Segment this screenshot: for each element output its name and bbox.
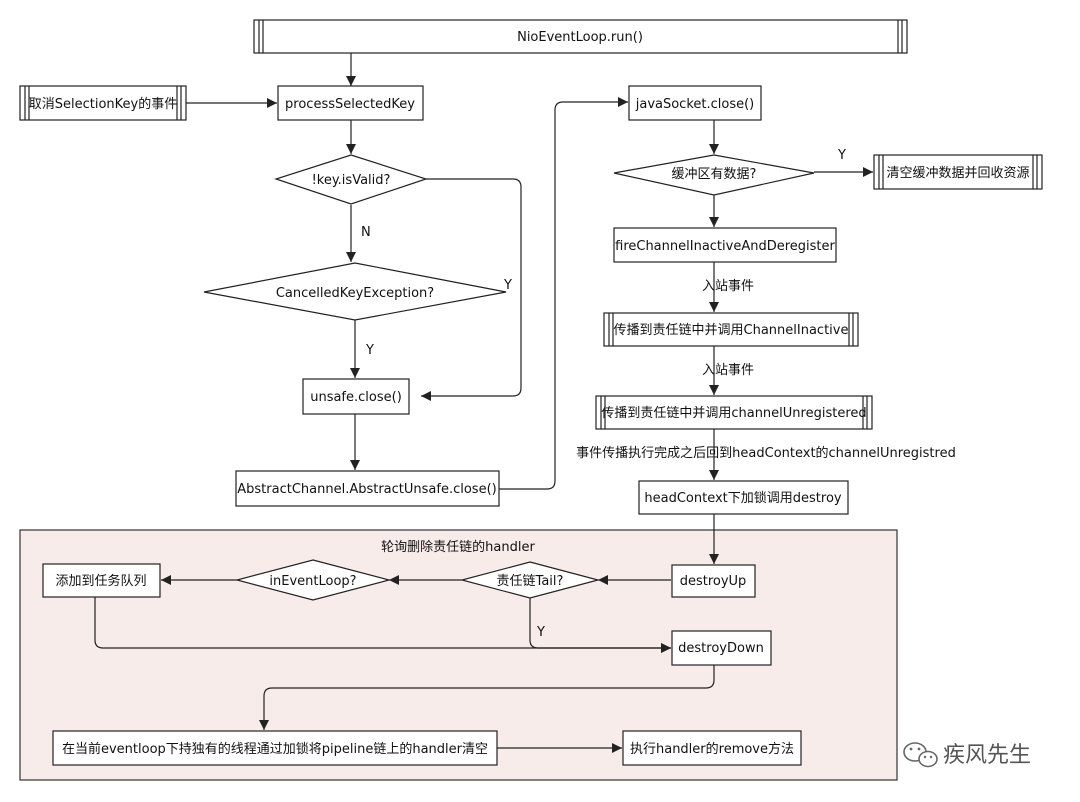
label-y-buffer: Y [837, 148, 846, 163]
node-unsafe-close: unsafe.close() [302, 378, 410, 415]
node-head-context-destroy: headContext下加锁调用destroy [638, 480, 849, 515]
edge-valid-yes-to-unsafe [421, 178, 522, 401]
watermark: 疾风先生 [903, 742, 1031, 768]
label-y-cancelled: Y [365, 343, 374, 358]
svg-text:fireChannelInactiveAndDeregist: fireChannelInactiveAndDeregister [615, 239, 835, 254]
node-key-valid: !key.isValid? [274, 154, 428, 205]
svg-text:执行handler的remove方法: 执行handler的remove方法 [630, 741, 794, 757]
label-n: N [361, 225, 371, 240]
node-propagate-inactive: 传播到责任链中并调用ChannelInactive [603, 312, 859, 347]
node-destroy-up: destroyUp [671, 564, 756, 598]
svg-text:CancelledKeyException?: CancelledKeyException? [276, 286, 434, 301]
label-inbound-1: 入站事件 [702, 279, 754, 294]
svg-text:在当前eventloop下持独有的线程通过加锁将pipeli: 在当前eventloop下持独有的线程通过加锁将pipeline链上的handl… [62, 741, 488, 757]
node-in-event-loop: inEventLoop? [234, 559, 392, 601]
node-fire-inactive: fireChannelInactiveAndDeregister [613, 227, 837, 263]
wechat-icon [903, 742, 938, 768]
svg-text:传播到责任链中并调用channelUnregistered: 传播到责任链中并调用channelUnregistered [601, 406, 866, 421]
node-destroy-down: destroyDown [671, 630, 772, 666]
svg-text:!key.isValid?: !key.isValid? [312, 173, 391, 188]
node-java-socket-close: javaSocket.close() [628, 85, 762, 121]
node-buffer-has-data: 缓冲区有数据? [613, 154, 815, 196]
node-propagate-unregistered: 传播到责任链中并调用channelUnregistered [595, 395, 873, 430]
node-chain-tail: 责任链Tail? [459, 561, 601, 599]
svg-text:清空缓冲数据并回收资源: 清空缓冲数据并回收资源 [886, 166, 1029, 181]
nodes: NioEventLoop.run() 取消SelectionKey的事件 pro… [19, 19, 1043, 766]
node-process-selected-key: processSelectedKey [277, 85, 424, 121]
svg-text:headContext下加锁调用destroy: headContext下加锁调用destroy [644, 490, 842, 506]
svg-text:取消SelectionKey的事件: 取消SelectionKey的事件 [29, 96, 177, 112]
svg-text:NioEventLoop.run(): NioEventLoop.run() [517, 30, 643, 45]
edge-queue-to-destroydown [94, 597, 671, 653]
label-inbound-2: 入站事件 [702, 363, 754, 378]
svg-text:责任链Tail?: 责任链Tail? [497, 574, 564, 589]
node-clear-handlers: 在当前eventloop下持独有的线程通过加锁将pipeline链上的handl… [52, 730, 498, 766]
svg-text:processSelectedKey: processSelectedKey [285, 97, 415, 112]
node-cancel-event: 取消SelectionKey的事件 [19, 85, 187, 121]
edge-abstract-to-socket [499, 97, 628, 490]
group-title: 轮询删除责任链的handler [381, 539, 535, 555]
watermark-text: 疾风先生 [943, 743, 1031, 768]
node-add-to-queue: 添加到任务队列 [42, 563, 161, 598]
svg-text:缓冲区有数据?: 缓冲区有数据? [672, 167, 757, 182]
label-y-tail: Y [536, 625, 545, 640]
edge-destroydown-to-clear-handlers [259, 665, 715, 730]
svg-text:destroyUp: destroyUp [680, 574, 747, 589]
svg-text:javaSocket.close(): javaSocket.close() [635, 97, 755, 112]
svg-text:destroyDown: destroyDown [678, 641, 764, 656]
node-abstract-close: AbstractChannel.AbstractUnsafe.close() [235, 470, 500, 507]
label-after-propagation: 事件传播执行完成之后回到headContext的channelUnregistr… [576, 445, 956, 461]
node-execute-remove: 执行handler的remove方法 [622, 730, 802, 766]
label-y-valid: Y [503, 278, 512, 293]
svg-text:inEventLoop?: inEventLoop? [269, 574, 356, 589]
svg-text:传播到责任链中并调用ChannelInactive: 传播到责任链中并调用ChannelInactive [614, 323, 849, 338]
svg-text:AbstractChannel.AbstractUnsafe: AbstractChannel.AbstractUnsafe.close() [237, 482, 496, 497]
edge-labels: N Y Y Y 入站事件 入站事件 事件传播执行完成之后回到headContex… [361, 148, 956, 640]
svg-text:添加到任务队列: 添加到任务队列 [55, 573, 146, 589]
node-clear-buffer: 清空缓冲数据并回收资源 [873, 154, 1043, 190]
edges [94, 53, 873, 753]
svg-text:unsafe.close(): unsafe.close() [310, 390, 402, 405]
node-cancelled-exception: CancelledKeyException? [203, 262, 507, 321]
node-run: NioEventLoop.run() [253, 19, 908, 54]
